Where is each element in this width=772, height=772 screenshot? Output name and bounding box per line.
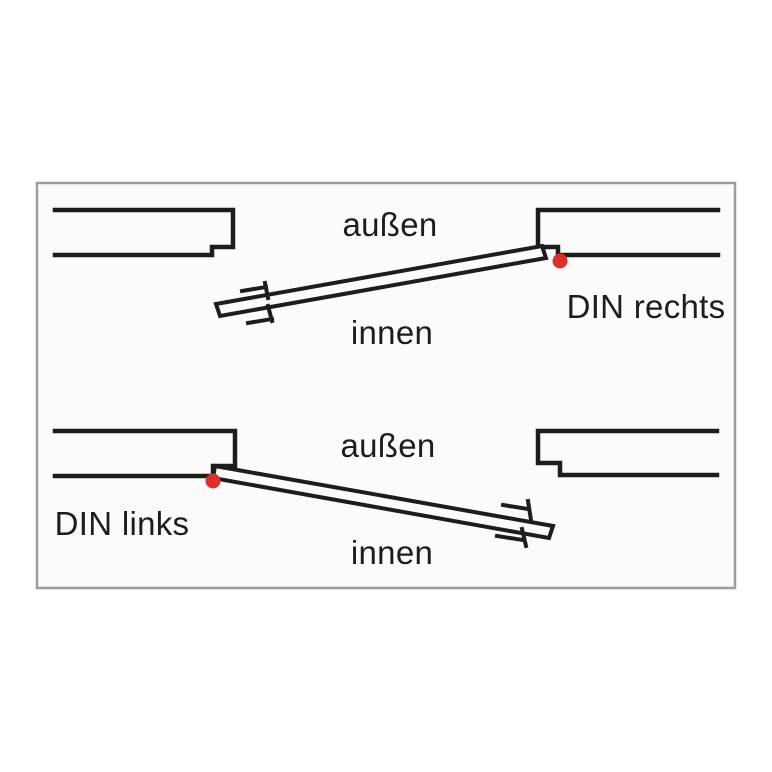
handle-inner-lever <box>494 533 526 543</box>
handle-outer-lever <box>239 284 269 294</box>
handle-outer-stub <box>525 498 534 523</box>
door-leaf-din-rechts <box>213 243 549 319</box>
label-innen-top: innen <box>351 314 433 351</box>
din-links-panel: außen innen DIN links <box>52 427 720 571</box>
label-aussen-bottom: außen <box>340 427 435 464</box>
label-aussen-top: außen <box>342 206 437 243</box>
handle-inner-stub <box>265 303 275 324</box>
label-din-rechts: DIN rechts <box>567 288 726 325</box>
wall-bottom-right <box>535 428 720 478</box>
label-innen-bottom: innen <box>351 534 433 571</box>
hinge-dot-din-links <box>205 473 221 489</box>
door-handle-din-rechts <box>239 280 275 326</box>
door-handle-din-links <box>494 498 534 549</box>
label-din-links: DIN links <box>55 505 190 542</box>
handle-outer-lever <box>500 502 531 512</box>
diagram-frame <box>35 181 737 590</box>
din-rechts-panel: außen innen DIN rechts <box>52 206 726 351</box>
handle-inner-stub <box>519 526 529 549</box>
wall-top-right <box>535 207 721 258</box>
handle-inner-lever <box>245 316 275 326</box>
hinge-dot-din-rechts <box>552 253 568 269</box>
wall-top-left <box>52 207 236 258</box>
handle-outer-stub <box>262 280 271 301</box>
